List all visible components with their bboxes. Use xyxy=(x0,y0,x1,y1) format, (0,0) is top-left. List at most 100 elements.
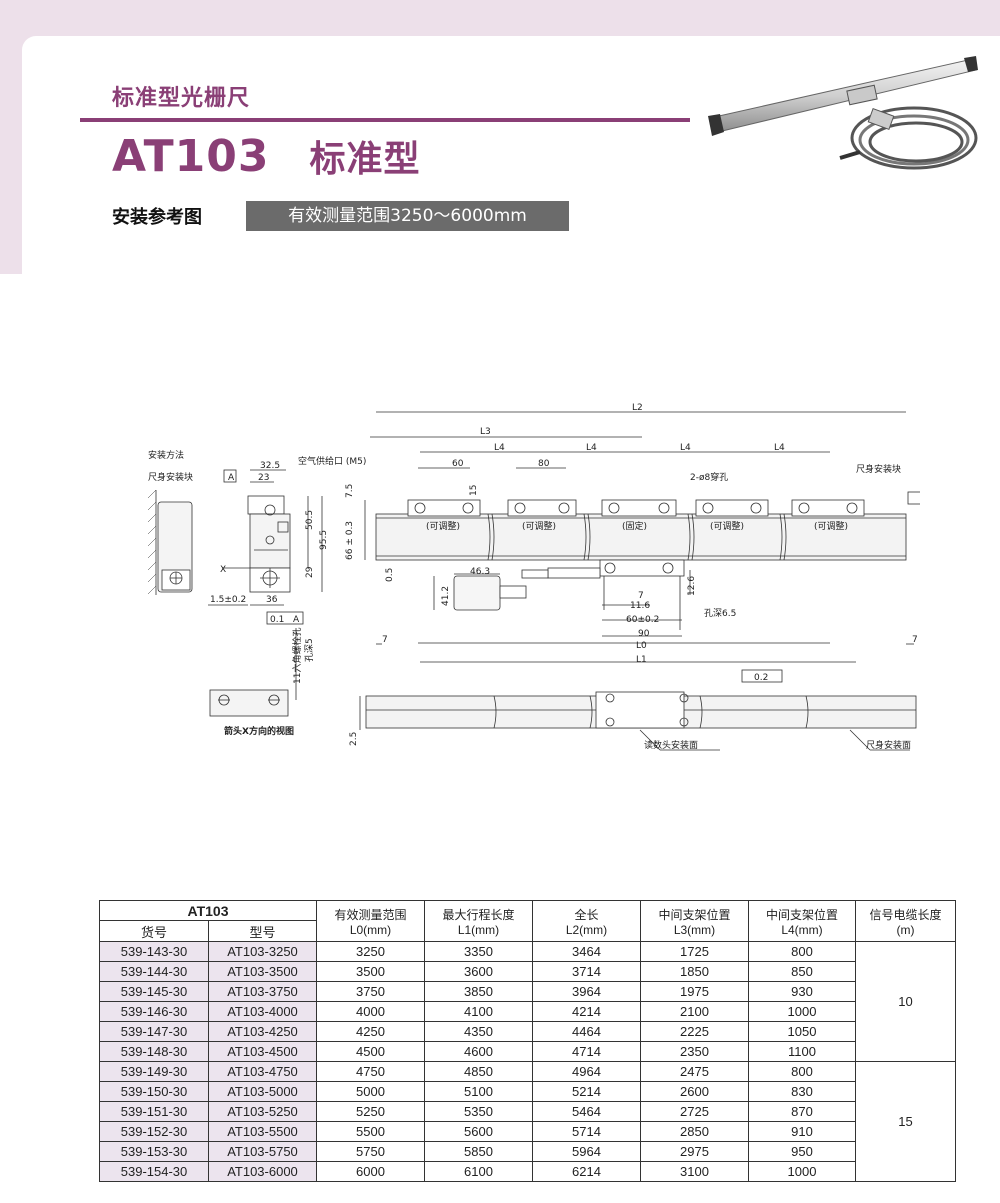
table-cell: 3750 xyxy=(316,981,425,1002)
table-cell: AT103-4000 xyxy=(208,1001,317,1022)
dim-95-5: 95.5 xyxy=(319,530,329,550)
section-title: 安装参考图 xyxy=(112,207,202,228)
table-cell: 3500 xyxy=(316,961,425,982)
dim-7-5: 7.5 xyxy=(345,484,355,498)
table-cell: 910 xyxy=(748,1121,856,1142)
table-cell: 539-153-30 xyxy=(99,1141,209,1162)
model-name: AT103 xyxy=(112,131,270,182)
col-header-l3-title: 中间支架位置 xyxy=(658,907,731,922)
table-cell: 1000 xyxy=(748,1161,856,1182)
dim-0-5: 0.5 xyxy=(385,568,395,582)
table-cell: 539-148-30 xyxy=(99,1041,209,1062)
dim-15: 15 xyxy=(469,485,479,496)
table-cell: AT103-3500 xyxy=(208,961,317,982)
table-cell: AT103-6000 xyxy=(208,1161,317,1182)
table-cell: 930 xyxy=(748,981,856,1002)
cable-length-cell: 10 xyxy=(855,941,956,1062)
dim-23: 23 xyxy=(258,473,269,483)
table-cell: 5350 xyxy=(424,1101,533,1122)
table-cell: 2600 xyxy=(640,1081,749,1102)
table-cell: 539-149-30 xyxy=(99,1061,209,1082)
table-cell: AT103-5750 xyxy=(208,1141,317,1162)
label-adjustable-2: (可调整) xyxy=(522,520,556,532)
product-image xyxy=(708,56,978,170)
table-cell: 4850 xyxy=(424,1061,533,1082)
table-cell: 539-150-30 xyxy=(99,1081,209,1102)
label-arrow-view: 箭头X方向的视图 xyxy=(224,725,294,737)
table-cell: 539-146-30 xyxy=(99,1001,209,1022)
table-cell: 5600 xyxy=(424,1121,533,1142)
col-header-code: 货号 xyxy=(99,920,209,942)
table-cell: 4600 xyxy=(424,1041,533,1062)
table-cell: 6100 xyxy=(424,1161,533,1182)
col-header-l0: 有效测量范围 L0(mm) xyxy=(316,900,425,942)
table-cell: 3250 xyxy=(316,941,425,962)
table-cell: 2100 xyxy=(640,1001,749,1022)
table-cell: 539-144-30 xyxy=(99,961,209,982)
table-cell: 2475 xyxy=(640,1061,749,1082)
label-hex-hole: 11六角螺栓孔 xyxy=(291,628,303,684)
table-cell: 5000 xyxy=(316,1081,425,1102)
table-cell: 539-151-30 xyxy=(99,1101,209,1122)
dim-80: 80 xyxy=(538,459,550,469)
table-cell: 539-154-30 xyxy=(99,1161,209,1182)
label-head-mount: 读数头安装面 xyxy=(644,739,698,751)
table-cell: 870 xyxy=(748,1101,856,1122)
table-cell: 5750 xyxy=(316,1141,425,1162)
table-cell: 5714 xyxy=(532,1121,641,1142)
table-cell: 4750 xyxy=(316,1061,425,1082)
table-cell: AT103-4750 xyxy=(208,1061,317,1082)
table-cell: 539-145-30 xyxy=(99,981,209,1002)
dim-l0: L0 xyxy=(636,641,647,651)
dim-l3: L3 xyxy=(480,427,491,437)
table-cell: 1050 xyxy=(748,1021,856,1042)
header-card xyxy=(22,36,1000,296)
col-header-l2-unit: L2(mm) xyxy=(565,922,608,937)
dim-60-2: 60±0.2 xyxy=(626,615,659,625)
label-install-method: 安装方法 xyxy=(148,449,184,461)
dim-12-6: 12.6 xyxy=(687,576,697,596)
label-hole-depth5: 孔深5 xyxy=(304,638,315,662)
table-cell: 539-152-30 xyxy=(99,1121,209,1142)
table-cell: 3100 xyxy=(640,1161,749,1182)
dim-l4-1: L4 xyxy=(494,443,505,453)
table-cell: 3600 xyxy=(424,961,533,982)
dim-11-6: 11.6 xyxy=(630,601,650,611)
table-cell: 1975 xyxy=(640,981,749,1002)
table-cell: 3350 xyxy=(424,941,533,962)
table-cell: AT103-4250 xyxy=(208,1021,317,1042)
col-header-l4-unit: L4(mm) xyxy=(781,922,823,937)
table-cell: 4964 xyxy=(532,1061,641,1082)
col-header-l1: 最大行程长度 L1(mm) xyxy=(424,900,533,942)
dim-90: 90 xyxy=(638,629,650,639)
dim-1-5: 1.5±0.2 xyxy=(210,595,246,605)
col-header-l1-title: 最大行程长度 xyxy=(442,907,515,922)
table-cell: 830 xyxy=(748,1081,856,1102)
dim-36: 36 xyxy=(266,595,278,605)
table-cell: AT103-3750 xyxy=(208,981,317,1002)
tol-02-bottom: 0.2 xyxy=(754,673,768,683)
dim-l1: L1 xyxy=(636,655,647,665)
table-cell: 4214 xyxy=(532,1001,641,1022)
dim-7b: 7 xyxy=(638,591,644,601)
table-cell: 5964 xyxy=(532,1141,641,1162)
col-header-l4-title: 中间支架位置 xyxy=(765,907,838,922)
table-cell: 4464 xyxy=(532,1021,641,1042)
table-cell: 3964 xyxy=(532,981,641,1002)
model-subtitle: 标准型 xyxy=(309,139,421,180)
table-cell: 2225 xyxy=(640,1021,749,1042)
col-header-l2-title: 全长 xyxy=(574,907,599,922)
col-header-l2: 全长 L2(mm) xyxy=(532,900,641,942)
table-cell: 3850 xyxy=(424,981,533,1002)
cable-length-cell: 15 xyxy=(855,1061,956,1182)
label-ruler-block: 尺身安装块 xyxy=(148,471,193,483)
label-x: X xyxy=(220,565,226,575)
table-cell: AT103-5250 xyxy=(208,1101,317,1122)
table-cell: 5850 xyxy=(424,1141,533,1162)
table-cell: 4000 xyxy=(316,1001,425,1022)
